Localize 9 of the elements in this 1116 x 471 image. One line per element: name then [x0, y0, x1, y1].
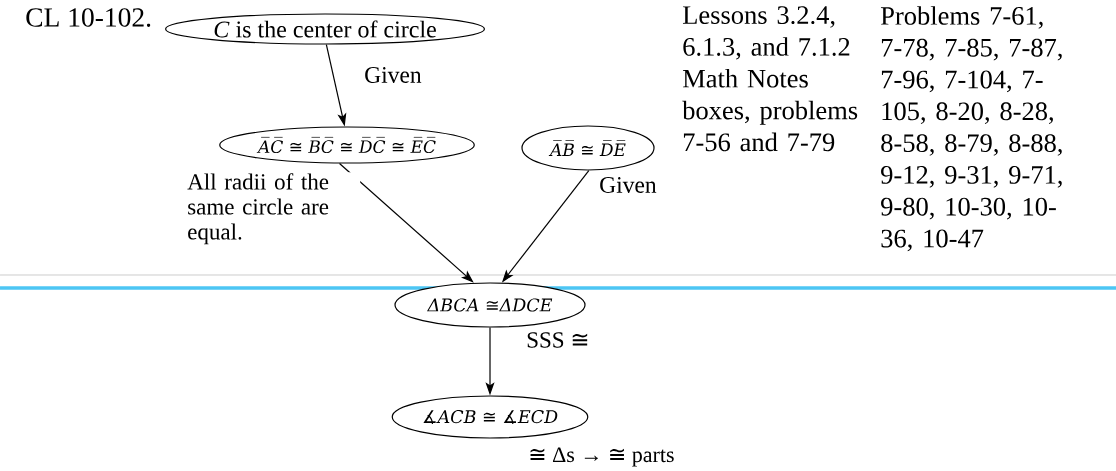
edge-label: SSS ≅	[525, 331, 591, 349]
reason-text: ≅ Δs → ≅ parts	[530, 447, 674, 467]
edge-label: Given	[598, 176, 658, 194]
edge-label: All radii of the same circle are equal.	[186, 172, 361, 246]
reference-text: Lessons 3.2.4, 6.1.3, and 7.1.2 Math Notes boxes, problems 7-56 and 7-79	[682, 6, 858, 152]
edge-label: Given	[363, 66, 423, 84]
arrow	[338, 162, 474, 283]
reference-text: Problems 7-61, 7-78, 7-85, 7-87, 7-96, 7-104, 7-105, 8-20, 8-28, 8-58, 8-79, 8-88, 9-12, 9-31, 9-71, 9-80, 10-30, 10-36, 10-47	[880, 6, 1062, 252]
problem-number: CL 10-102.	[26, 8, 151, 27]
